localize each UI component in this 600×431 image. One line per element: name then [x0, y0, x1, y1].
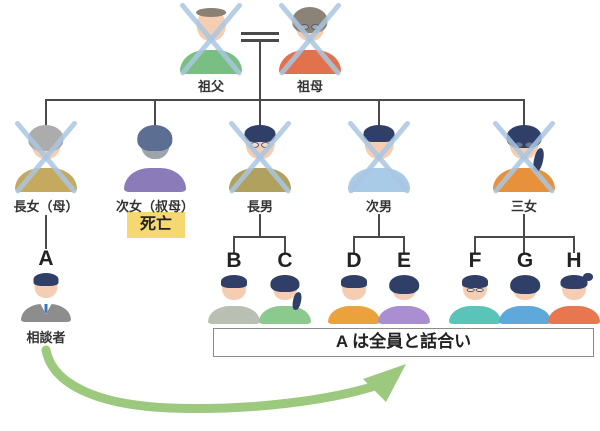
person-G: G: [499, 249, 551, 324]
hair: [221, 275, 247, 288]
person-label-chonan: 長男: [246, 199, 274, 214]
discussion-box: A は全員と話合い: [213, 328, 594, 357]
heir-letter-F: F: [468, 249, 482, 272]
hair: [196, 8, 226, 17]
connector-gen2-bar: [45, 99, 525, 101]
avatar-A: [21, 272, 71, 322]
connector-chonan-drop: [259, 214, 261, 238]
hair: [510, 274, 540, 294]
person-H: H: [548, 249, 600, 324]
hair: [137, 124, 173, 152]
person-label-sofu: 祖父: [197, 79, 225, 94]
connector-grandparents-drop: [259, 42, 261, 99]
hair: [341, 275, 367, 288]
avatar-chonan: [228, 119, 292, 194]
torso: [499, 306, 551, 324]
person-label-chojo: 長女（母）: [13, 199, 79, 214]
heir-letter-B: B: [226, 249, 242, 272]
person-B: B: [208, 249, 260, 324]
connector-stub-f: [474, 236, 476, 253]
connector-stub-b: [233, 236, 235, 253]
person-label-A: 相談者: [26, 330, 66, 345]
person-sofu: 祖父: [179, 1, 243, 94]
torso: [124, 167, 186, 192]
connector-stub-jinan: [378, 99, 380, 127]
connector-stub-sanjo: [523, 99, 525, 127]
person-label-sobo: 祖母: [296, 79, 324, 94]
torso: [328, 306, 380, 324]
person-label-jinan: 次男: [365, 199, 393, 214]
avatar-F: [449, 274, 501, 324]
hair: [560, 275, 588, 289]
glasses-lens-right: [475, 287, 484, 292]
connector-stub-chonan: [259, 99, 261, 127]
talk-flow-arrow-shaft: [41, 345, 383, 413]
person-label-jijo: 次女（叔母）: [115, 199, 195, 214]
hair: [244, 125, 276, 143]
marriage-line-bottom: [241, 39, 279, 42]
person-jijo: 次女（叔母）: [116, 124, 194, 214]
person-sobo: 祖母: [278, 1, 342, 94]
avatar-B: [208, 274, 260, 324]
avatar-chojo: [14, 119, 78, 194]
avatar-sobo: [278, 1, 342, 76]
hair: [363, 125, 395, 143]
person-C: C: [259, 249, 311, 324]
heir-letter-H: H: [566, 249, 582, 272]
connector-stub-g: [523, 236, 525, 253]
avatar-sofu: [179, 1, 243, 76]
avatar-sanjo: [492, 119, 556, 194]
connector-stub-e: [403, 236, 405, 253]
connector-de-bar: [353, 236, 405, 238]
person-E: E: [378, 249, 430, 324]
avatar-D: [328, 274, 380, 324]
glasses-lens-left: [466, 287, 475, 292]
person-A: A 相談者: [21, 247, 71, 345]
hair: [462, 275, 488, 288]
connector-stub-jijo: [154, 99, 156, 127]
connector-stub-d: [353, 236, 355, 253]
heir-letter-E: E: [396, 249, 412, 272]
heir-letter-D: D: [346, 249, 362, 272]
connector-stub-c: [284, 236, 286, 253]
hair: [389, 274, 419, 294]
talk-flow-arrow-head: [363, 364, 406, 402]
death-badge: 死亡: [127, 212, 185, 238]
avatar-H: [548, 273, 600, 324]
marriage-line-top: [241, 32, 279, 35]
person-label-sanjo: 三女: [510, 199, 538, 214]
hair-bun: [583, 273, 593, 281]
avatar-C: [259, 274, 311, 324]
connector-jinan-drop: [378, 214, 380, 238]
heir-letter-G: G: [516, 249, 534, 272]
connector-bc-bar: [233, 236, 286, 238]
person-jinan: 次男: [347, 119, 411, 214]
person-D: D: [328, 249, 380, 324]
connector-sanjo-drop: [523, 214, 525, 238]
person-chonan: 長男: [228, 119, 292, 214]
torso: [208, 306, 260, 324]
person-chojo: 長女（母）: [13, 119, 79, 214]
heir-letter-A: A: [38, 247, 54, 270]
glasses-icon: [466, 287, 484, 292]
person-sanjo: 三女: [492, 119, 556, 214]
torso: [548, 306, 600, 324]
avatar-E: [378, 274, 430, 324]
connector-chojo-a: [45, 215, 47, 249]
connector-stub-h: [573, 236, 575, 253]
hair: [270, 274, 300, 292]
avatar-G: [499, 274, 551, 324]
tie: [44, 304, 48, 313]
torso: [378, 306, 430, 324]
heir-letter-C: C: [277, 249, 293, 272]
torso: [259, 306, 311, 324]
avatar-jinan: [347, 119, 411, 194]
connector-stub-chojo: [45, 99, 47, 127]
hair: [33, 273, 59, 286]
person-F: F: [449, 249, 501, 324]
avatar-jijo: [124, 124, 186, 192]
torso: [449, 306, 501, 324]
